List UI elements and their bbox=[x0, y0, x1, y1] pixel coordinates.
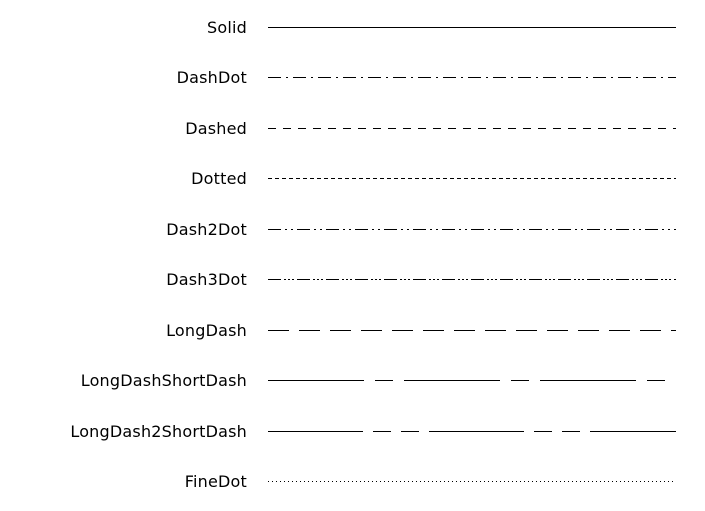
line-sample bbox=[268, 177, 676, 180]
line-style-label: Dash3Dot bbox=[166, 270, 247, 290]
line-style-row: Solid bbox=[0, 2, 705, 53]
line-sample-svg bbox=[268, 430, 676, 432]
line-sample bbox=[268, 127, 676, 130]
line-style-label: LongDashShortDash bbox=[80, 371, 247, 391]
line-style-label: FineDot bbox=[184, 472, 247, 492]
line-style-label: DashDot bbox=[176, 68, 247, 88]
line-sample bbox=[268, 430, 676, 433]
line-sample bbox=[268, 228, 676, 231]
line-style-row: LongDash2ShortDash bbox=[0, 406, 705, 457]
line-sample-svg bbox=[268, 329, 676, 331]
line-style-row: Dashed bbox=[0, 103, 705, 154]
line-sample-svg bbox=[268, 481, 676, 483]
line-style-label: LongDash2ShortDash bbox=[70, 421, 247, 441]
line-style-label: Dashed bbox=[185, 118, 247, 138]
line-sample-svg bbox=[268, 77, 676, 79]
line-style-row: LongDash bbox=[0, 305, 705, 356]
line-style-row: DashDot bbox=[0, 53, 705, 104]
line-sample-svg bbox=[268, 178, 676, 180]
line-style-label: Solid bbox=[207, 17, 247, 37]
line-style-row: LongDashShortDash bbox=[0, 356, 705, 407]
line-style-label: Dotted bbox=[191, 169, 247, 189]
line-sample bbox=[268, 480, 676, 483]
line-style-label: LongDash bbox=[166, 320, 247, 340]
line-style-row: FineDot bbox=[0, 457, 705, 508]
line-sample bbox=[268, 379, 676, 382]
line-style-label: Dash2Dot bbox=[166, 219, 247, 239]
line-sample bbox=[268, 329, 676, 332]
line-sample-svg bbox=[268, 127, 676, 129]
line-style-row: Dotted bbox=[0, 154, 705, 205]
line-style-row: Dash3Dot bbox=[0, 255, 705, 306]
line-sample bbox=[268, 278, 676, 281]
line-style-row: Dash2Dot bbox=[0, 204, 705, 255]
line-sample bbox=[268, 26, 676, 29]
line-sample-svg bbox=[268, 279, 676, 281]
line-sample-svg bbox=[268, 380, 676, 382]
line-sample bbox=[268, 76, 676, 79]
line-sample-svg bbox=[268, 26, 676, 28]
line-sample-svg bbox=[268, 228, 676, 230]
